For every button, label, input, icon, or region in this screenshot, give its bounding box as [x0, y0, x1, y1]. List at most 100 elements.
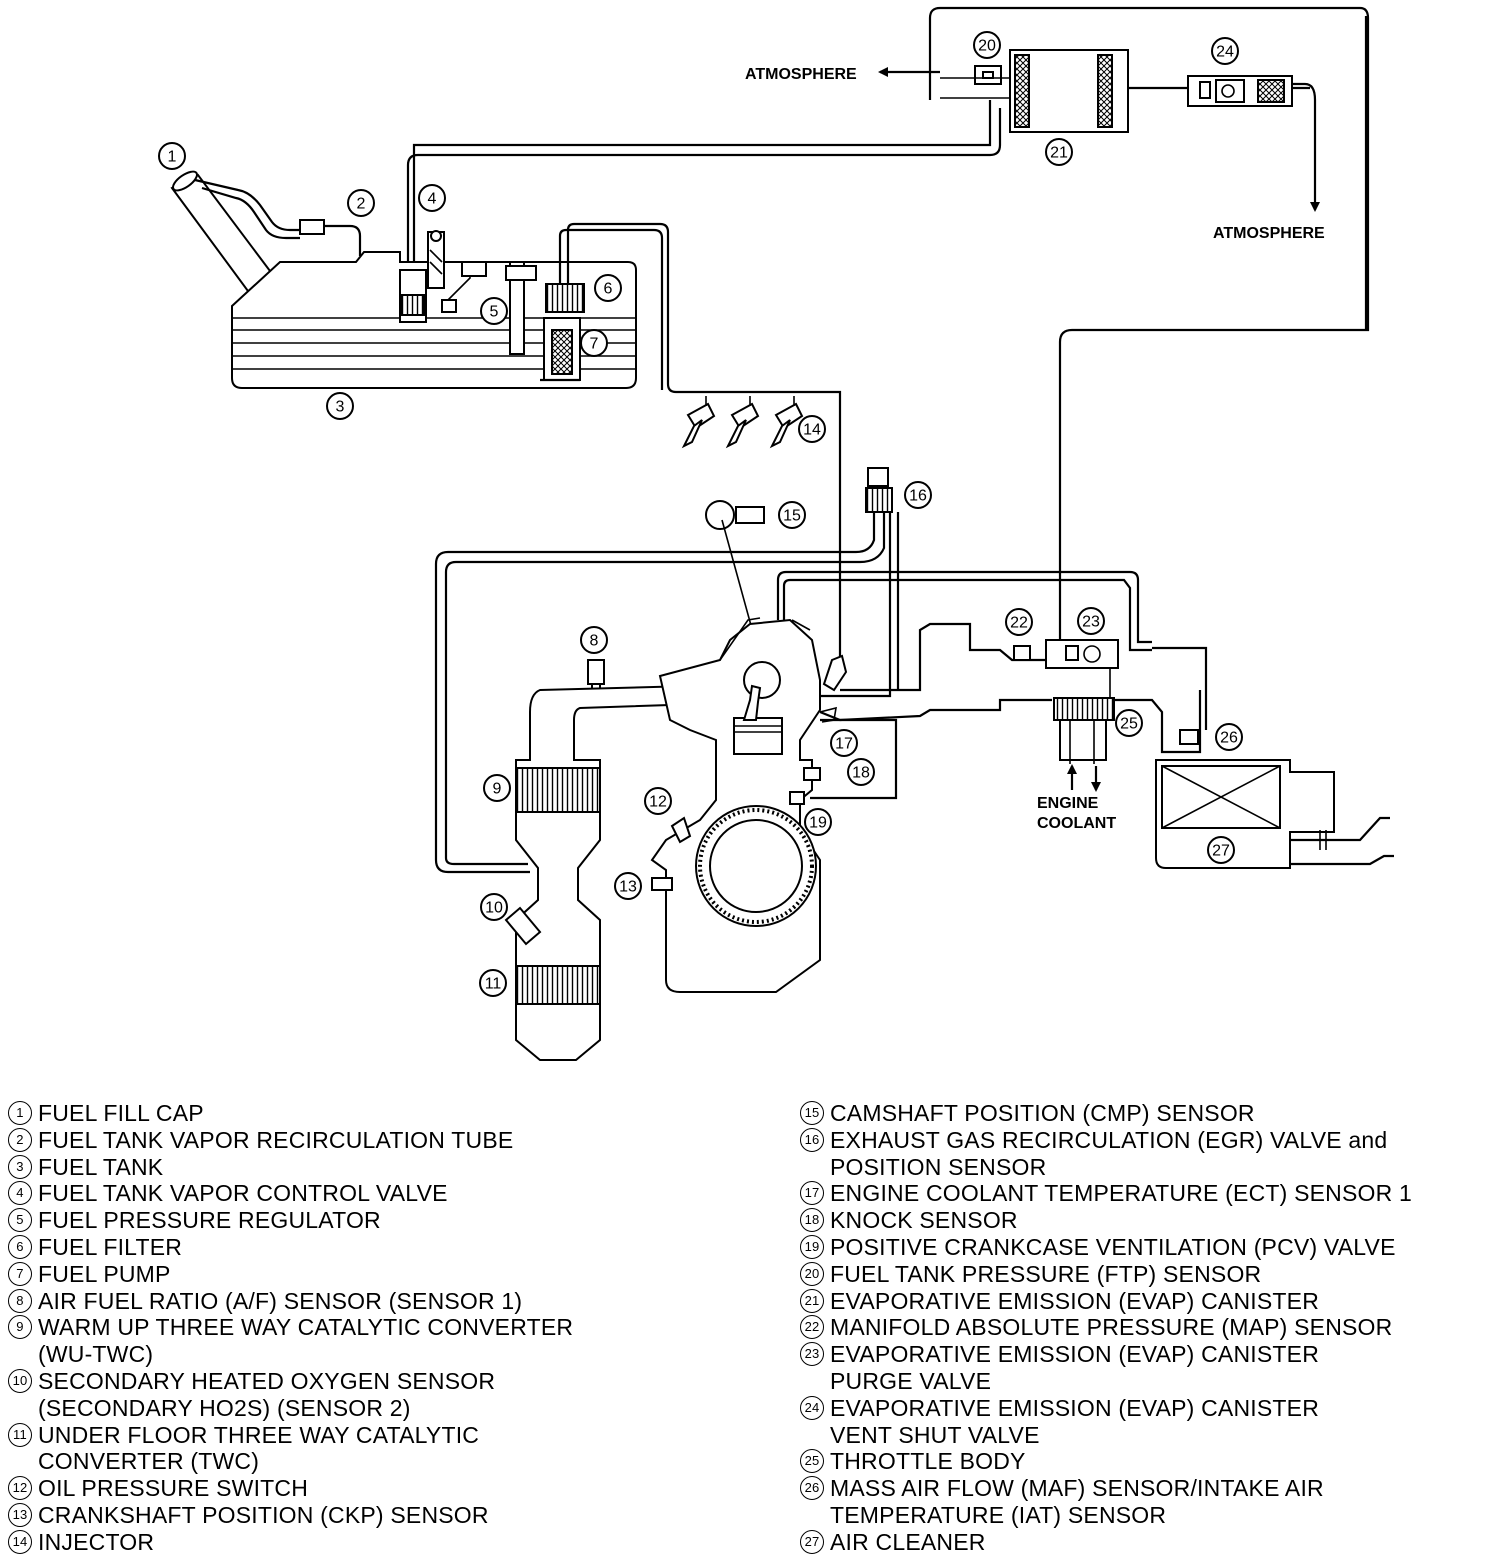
- cmp-sensor: [705, 500, 767, 681]
- legend-text: CRANKSHAFT POSITION (CKP) SENSOR: [38, 1501, 489, 1528]
- callout-14: 14: [798, 415, 826, 443]
- legend-text: AIR FUEL RATIO (A/F) SENSOR (SENSOR 1): [38, 1287, 523, 1314]
- svg-text:19: 19: [809, 815, 827, 832]
- legend-number-badge: 13: [8, 1502, 32, 1527]
- svg-text:4: 4: [428, 191, 437, 208]
- map-sensor: [1013, 645, 1031, 661]
- fuel-pressure-regulator: [441, 261, 487, 313]
- legend-text: MASS AIR FLOW (MAF) SENSOR/INTAKE AIR TE…: [830, 1475, 1324, 1528]
- svg-text:5: 5: [490, 304, 499, 321]
- callout-25: 25: [1115, 709, 1143, 737]
- vapor-control-valve: [399, 230, 445, 323]
- legend-text: THROTTLE BODY: [830, 1448, 1026, 1475]
- af-sensor: [587, 659, 605, 693]
- legend-text: WARM UP THREE WAY CATALYTIC CONVERTER (W…: [38, 1314, 574, 1368]
- legend-number-badge: 24: [800, 1395, 824, 1420]
- legend-text: SECONDARY HEATED OXYGEN SENSOR (SECONDAR…: [38, 1367, 496, 1421]
- svg-text:25: 25: [1120, 716, 1138, 733]
- svg-text:26: 26: [1220, 730, 1238, 747]
- legend-number-badge: 18: [800, 1208, 824, 1233]
- callout-24: 24: [1211, 37, 1239, 65]
- svg-text:11: 11: [485, 976, 502, 993]
- engine-block: [650, 617, 848, 993]
- legend-number-badge: 8: [8, 1288, 32, 1313]
- legend-number-badge: 25: [800, 1449, 824, 1474]
- legend-text: EVAPORATIVE EMISSION (EVAP) CANISTER PUR…: [830, 1341, 1320, 1394]
- legend-text: FUEL FILL CAP: [38, 1100, 204, 1126]
- callout-19: 19: [804, 808, 832, 836]
- legend-text: EXHAUST GAS RECIRCULATION (EGR) VALVE an…: [830, 1126, 1388, 1180]
- svg-text:27: 27: [1212, 843, 1230, 860]
- legend-text: OIL PRESSURE SWITCH: [38, 1475, 309, 1502]
- legend-number-badge: 12: [8, 1476, 32, 1501]
- legend-number-badge: 26: [800, 1476, 824, 1501]
- svg-text:17: 17: [835, 736, 853, 753]
- legend-text: INJECTOR: [38, 1528, 155, 1555]
- legend-number-badge: 7: [8, 1261, 32, 1286]
- svg-text:6: 6: [604, 281, 613, 298]
- legend-text: FUEL TANK VAPOR RECIRCULATION TUBE: [38, 1126, 514, 1153]
- svg-text:8: 8: [590, 633, 599, 650]
- legend-number-badge: 20: [800, 1261, 824, 1286]
- svg-text:7: 7: [590, 336, 599, 353]
- svg-text:15: 15: [783, 508, 801, 525]
- ftp-sensor: [940, 65, 1010, 99]
- callout-27: 27: [1207, 836, 1235, 864]
- callout-21: 21: [1045, 138, 1073, 166]
- callout-7: 7: [580, 329, 608, 357]
- legend-text: FUEL PRESSURE REGULATOR: [38, 1207, 381, 1234]
- legend-number-badge: 6: [8, 1234, 32, 1259]
- legend-text: FUEL PUMP: [38, 1260, 171, 1287]
- legend-number-badge: 1: [8, 1101, 32, 1125]
- air-cleaner: [1155, 759, 1394, 869]
- purge-valve: [1045, 639, 1119, 698]
- legend-number-badge: 17: [800, 1181, 824, 1206]
- legend-number-badge: 5: [8, 1208, 32, 1233]
- legend-text: KNOCK SENSOR: [830, 1207, 1018, 1234]
- svg-text:1: 1: [168, 149, 177, 166]
- emission-system-diagram: 1 2 3 4 5 6 7 8 9 10 11 12 13 14 15 16 1…: [158, 6, 1394, 1061]
- callout-17: 17: [830, 729, 858, 757]
- legend-number-badge: 15: [800, 1101, 824, 1125]
- maf-sensor: [1179, 729, 1199, 745]
- callout-8: 8: [580, 626, 608, 654]
- legend-text: EVAPORATIVE EMISSION (EVAP) CANISTER: [830, 1287, 1320, 1314]
- fuel-filter-pump: [505, 222, 842, 660]
- svg-text:12: 12: [649, 794, 667, 811]
- legend-text: EVAPORATIVE EMISSION (EVAP) CANISTER VEN…: [830, 1394, 1320, 1448]
- evap-vent-lines: [406, 6, 1370, 640]
- callout-22: 22: [1005, 608, 1033, 636]
- legend-text: FUEL FILTER: [38, 1233, 183, 1260]
- legend-number-badge: 11: [8, 1422, 32, 1447]
- legend-text: FUEL TANK: [38, 1153, 164, 1180]
- legend-number-badge: 10: [8, 1368, 32, 1393]
- svg-text:21: 21: [1050, 145, 1068, 162]
- engine-coolant-label-line2: COOLANT: [1037, 815, 1116, 832]
- callout-9: 9: [483, 774, 511, 802]
- callout-13: 13: [614, 872, 642, 900]
- callout-6: 6: [594, 274, 622, 302]
- legend-text: CAMSHAFT POSITION (CMP) SENSOR: [830, 1100, 1255, 1126]
- exhaust-system: [504, 684, 702, 1061]
- intake-system: [776, 570, 1208, 792]
- legend-text: FUEL TANK VAPOR CONTROL VALVE: [38, 1180, 448, 1207]
- svg-text:13: 13: [619, 879, 637, 896]
